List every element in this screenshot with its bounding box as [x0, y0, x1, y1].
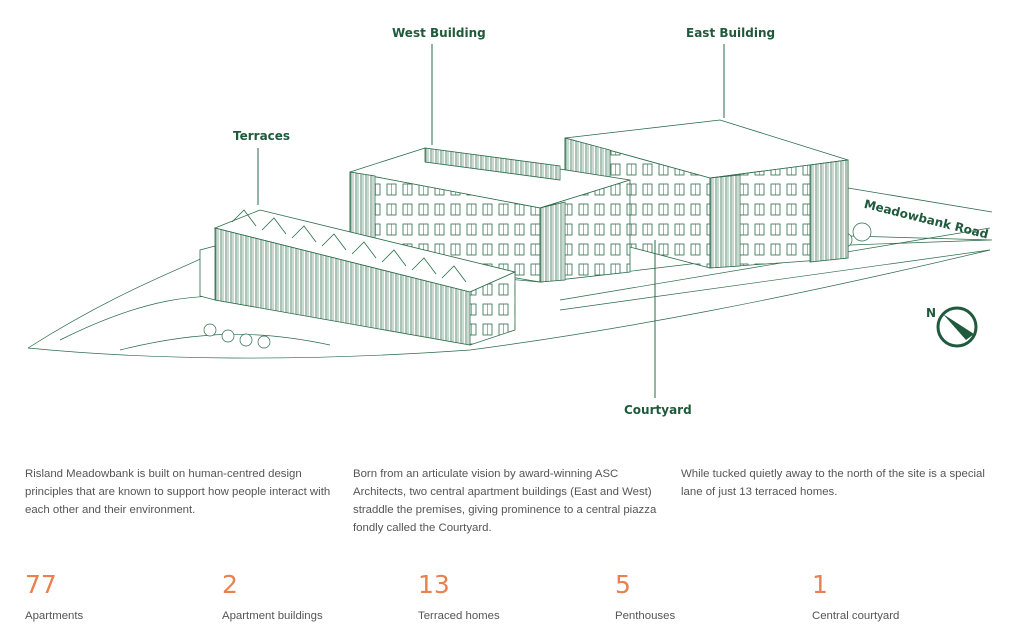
stat-terraced-homes: 13 Terraced homes	[418, 568, 598, 622]
stat-label: Terraced homes	[418, 610, 500, 622]
courtyard-label: Courtyard	[624, 403, 692, 417]
compass-north-label: N	[926, 306, 937, 320]
meadowbank-road	[847, 187, 993, 241]
stat-value: 5	[615, 570, 631, 599]
stat-value: 77	[25, 570, 57, 599]
intro-paragraph: Risland Meadowbank is built on human-cen…	[25, 468, 331, 516]
stat-apartment-buildings: 2 Apartment buildings	[222, 568, 402, 622]
stat-label: Apartments	[25, 610, 84, 622]
stat-apartments: 77 Apartments	[25, 568, 205, 622]
stat-penthouses: 5 Penthouses	[615, 568, 795, 622]
terraces-label: Terraces	[233, 129, 291, 143]
east-building-label: East Building	[686, 26, 776, 40]
stat-value: 13	[418, 570, 450, 599]
stat-central-courtyard: 1 Central courtyard	[812, 568, 992, 622]
buildings-paragraph: Born from an articulate vision by award-…	[353, 468, 657, 534]
terraces-paragraph: While tucked quietly away to the north o…	[681, 468, 985, 498]
site-illustration	[27, 44, 993, 398]
stat-label: Apartment buildings	[222, 610, 323, 622]
compass-icon	[936, 306, 978, 348]
stat-value: 2	[222, 570, 238, 599]
west-building-label: West Building	[392, 26, 486, 40]
terraces-drawing	[199, 209, 517, 346]
leader-lines	[257, 44, 725, 398]
stat-label: Central courtyard	[812, 610, 900, 622]
stat-label: Penthouses	[615, 610, 676, 622]
stat-value: 1	[812, 570, 828, 599]
